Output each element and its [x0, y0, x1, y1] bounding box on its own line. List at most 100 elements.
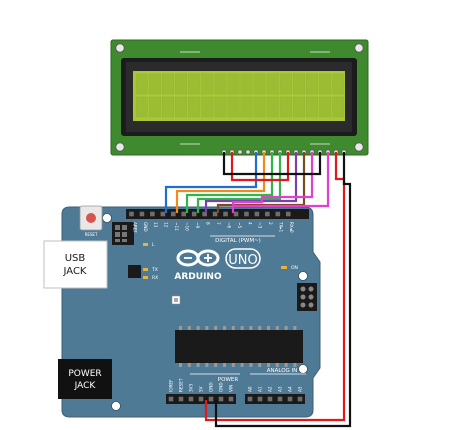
led-rx-label: RX	[152, 275, 158, 281]
digital-pin-label: 7	[216, 222, 221, 225]
power-pin-label: RESET	[179, 378, 184, 392]
wire-green	[185, 152, 274, 213]
digital-pin-hole	[171, 211, 176, 217]
digital-pin-label: TX▸1	[279, 221, 284, 233]
lcd-char-cell	[214, 96, 227, 118]
digital-pin-hole	[191, 211, 197, 217]
digital-pin-hole	[129, 211, 134, 217]
lcd-char-cell	[279, 73, 292, 95]
wire-magenta	[231, 152, 314, 213]
lcd-char-cell	[293, 96, 305, 118]
wire-black-ground	[214, 152, 352, 428]
board-mount-hole	[298, 271, 308, 281]
analog-header	[245, 394, 305, 404]
digital-pin-label: RX◂0	[289, 222, 294, 233]
digital-pin-hole	[285, 211, 291, 217]
usb-jack-label-line2: JACK	[63, 266, 87, 277]
lcd-char-cell	[319, 73, 332, 95]
lcd-char-cell	[175, 73, 188, 95]
icsp-header-top	[112, 222, 134, 245]
led-tx	[143, 268, 148, 271]
power-jack-label-line1: POWER	[68, 369, 101, 379]
digital-pin-label: ~6	[226, 222, 231, 229]
lcd-pin	[237, 149, 243, 155]
digital-pin-label: 2	[268, 222, 273, 225]
digital-pin-hole	[223, 211, 228, 217]
bottom-pin-hole	[198, 396, 204, 402]
digital-pin-hole	[202, 211, 207, 217]
bottom-header-pins	[168, 396, 303, 402]
lcd-mount-hole-tr	[354, 43, 364, 53]
bottom-pin-hole	[247, 396, 253, 402]
bottom-pin-hole	[277, 396, 283, 402]
digital-pin-label: ~10	[185, 222, 190, 231]
analog-pin-label: A2	[268, 386, 273, 392]
analog-pin-label: A0	[248, 386, 253, 392]
analog-pin-label: A4	[288, 386, 293, 392]
wire-magenta-2	[233, 152, 330, 208]
power-jack-body	[58, 359, 112, 399]
digital-pin-label: 8	[205, 222, 210, 225]
digital-pin-hole	[233, 211, 239, 217]
lcd-char-cell	[227, 96, 240, 118]
digital-pin-label: 12	[164, 222, 169, 228]
usb-controller-chip	[128, 265, 141, 278]
lcd-char-cell	[148, 73, 161, 95]
lcd-char-cell	[266, 96, 279, 118]
bottom-pin-hole	[168, 396, 174, 402]
lcd-char-cell	[306, 73, 318, 95]
bottom-pin-hole	[188, 396, 194, 402]
wire-purple	[204, 152, 298, 213]
digital-pin-label: 4	[247, 222, 252, 225]
analog-section-label: ANALOG IN	[267, 368, 298, 374]
lcd-char-cell	[161, 96, 174, 118]
digital-header-pins	[129, 211, 291, 217]
led-on-label: ON	[291, 265, 298, 271]
arduino-logo	[176, 249, 220, 267]
lcd-char-cell	[240, 73, 253, 95]
usb-jack-label-line1: USB	[65, 253, 86, 264]
board-mount-hole	[102, 213, 112, 223]
lcd-char-cell	[332, 96, 345, 118]
lcd-char-cell	[279, 96, 292, 118]
analog-pin-label: A1	[258, 386, 263, 392]
power-pin-label: GND	[219, 382, 224, 392]
lcd-char-cell	[332, 73, 345, 95]
bottom-pin-hole	[297, 396, 303, 402]
digital-pin-hole	[254, 211, 260, 217]
board-body	[61, 206, 321, 418]
power-section-label: POWER	[218, 377, 239, 383]
lcd-char-cell	[214, 73, 227, 95]
board-mount-hole	[298, 364, 308, 374]
lcd-char-cell	[148, 96, 161, 118]
model-badge	[225, 248, 261, 269]
power-jack: POWER JACK	[58, 359, 112, 399]
power-pin-label: IOREF	[169, 379, 174, 392]
usb-jack-body	[43, 240, 108, 289]
digital-pin-hole	[212, 211, 218, 217]
digital-pin-label: ~11	[174, 222, 179, 231]
digital-pin-hole	[150, 211, 155, 217]
digital-pin-label: ~3	[258, 222, 263, 229]
led-rx	[143, 276, 148, 279]
wire-black-top	[222, 152, 322, 176]
wires	[164, 152, 352, 428]
bottom-pin-hole	[267, 396, 273, 402]
lcd-char-cell	[319, 96, 332, 118]
digital-pin-label: AREF	[132, 222, 137, 233]
reset-label: RESET	[85, 232, 98, 237]
bottom-pin-hole	[218, 396, 224, 402]
digital-pin-label: GND	[143, 222, 148, 232]
led-l	[143, 243, 148, 246]
lcd-char-cell	[306, 96, 318, 118]
usb-jack: USB JACK	[43, 240, 108, 289]
lcd-char-cell	[227, 73, 240, 95]
lcd-mount-hole-br	[354, 142, 364, 152]
atmega-chip	[175, 326, 303, 367]
bottom-pin-hole	[287, 396, 293, 402]
reset-button-cap[interactable]	[86, 213, 96, 223]
wire-red-power	[204, 152, 346, 422]
lcd-module	[110, 39, 369, 156]
